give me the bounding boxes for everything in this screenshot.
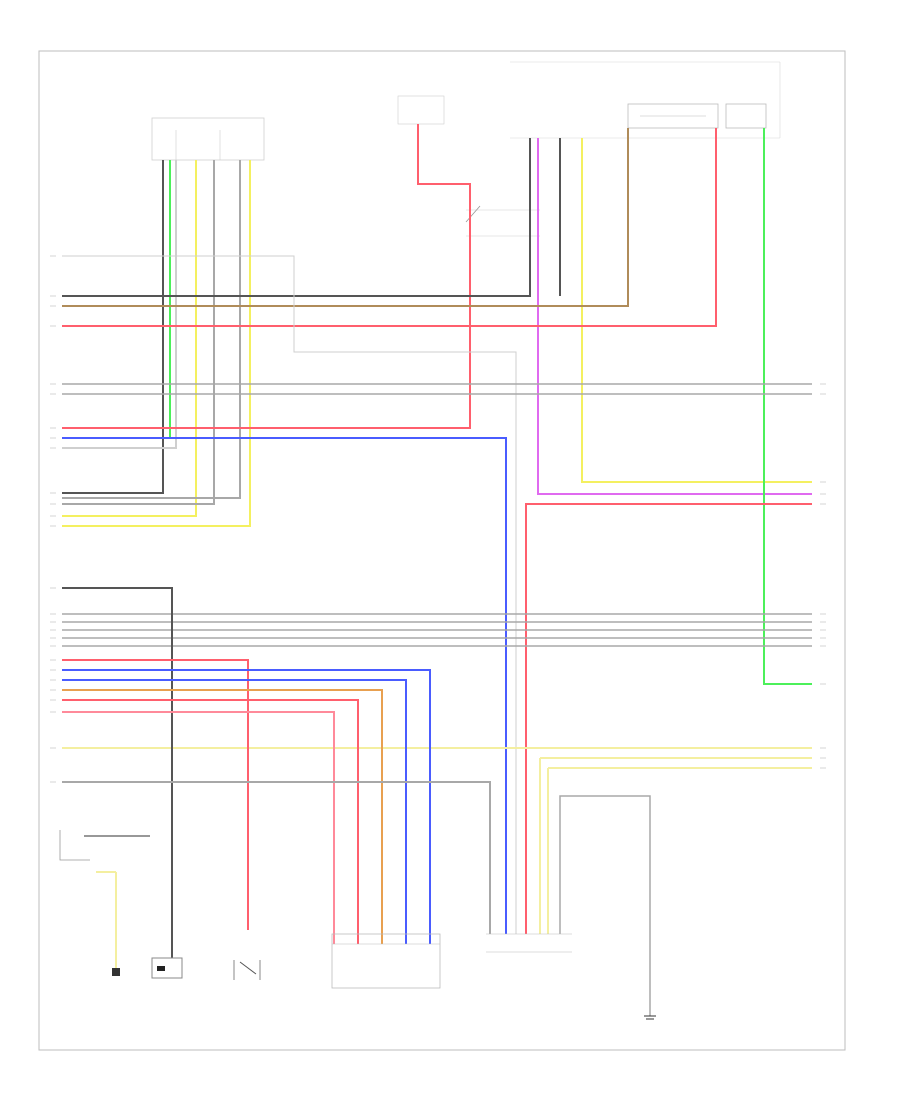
pin-stubs-left — [50, 255, 56, 783]
switch-center — [465, 205, 540, 237]
relay-top-right — [627, 103, 767, 129]
sensor-top-center — [397, 95, 445, 125]
horizontal-bus — [62, 383, 812, 769]
lower-left-bundle — [62, 587, 651, 1016]
switch-bottom-2 — [233, 960, 261, 980]
ground-bottom-5 — [644, 1015, 656, 1020]
ground-bottom-left — [59, 830, 150, 976]
sensor-top-left — [151, 117, 265, 161]
module-bottom-1 — [151, 957, 183, 979]
connector-bottom-4 — [486, 933, 572, 953]
connector-bottom-3 — [331, 933, 441, 989]
connector-top-right — [510, 61, 781, 139]
pin-stubs-right — [820, 383, 826, 769]
vertical-wires — [62, 124, 812, 934]
diagram-frame — [38, 50, 846, 1051]
